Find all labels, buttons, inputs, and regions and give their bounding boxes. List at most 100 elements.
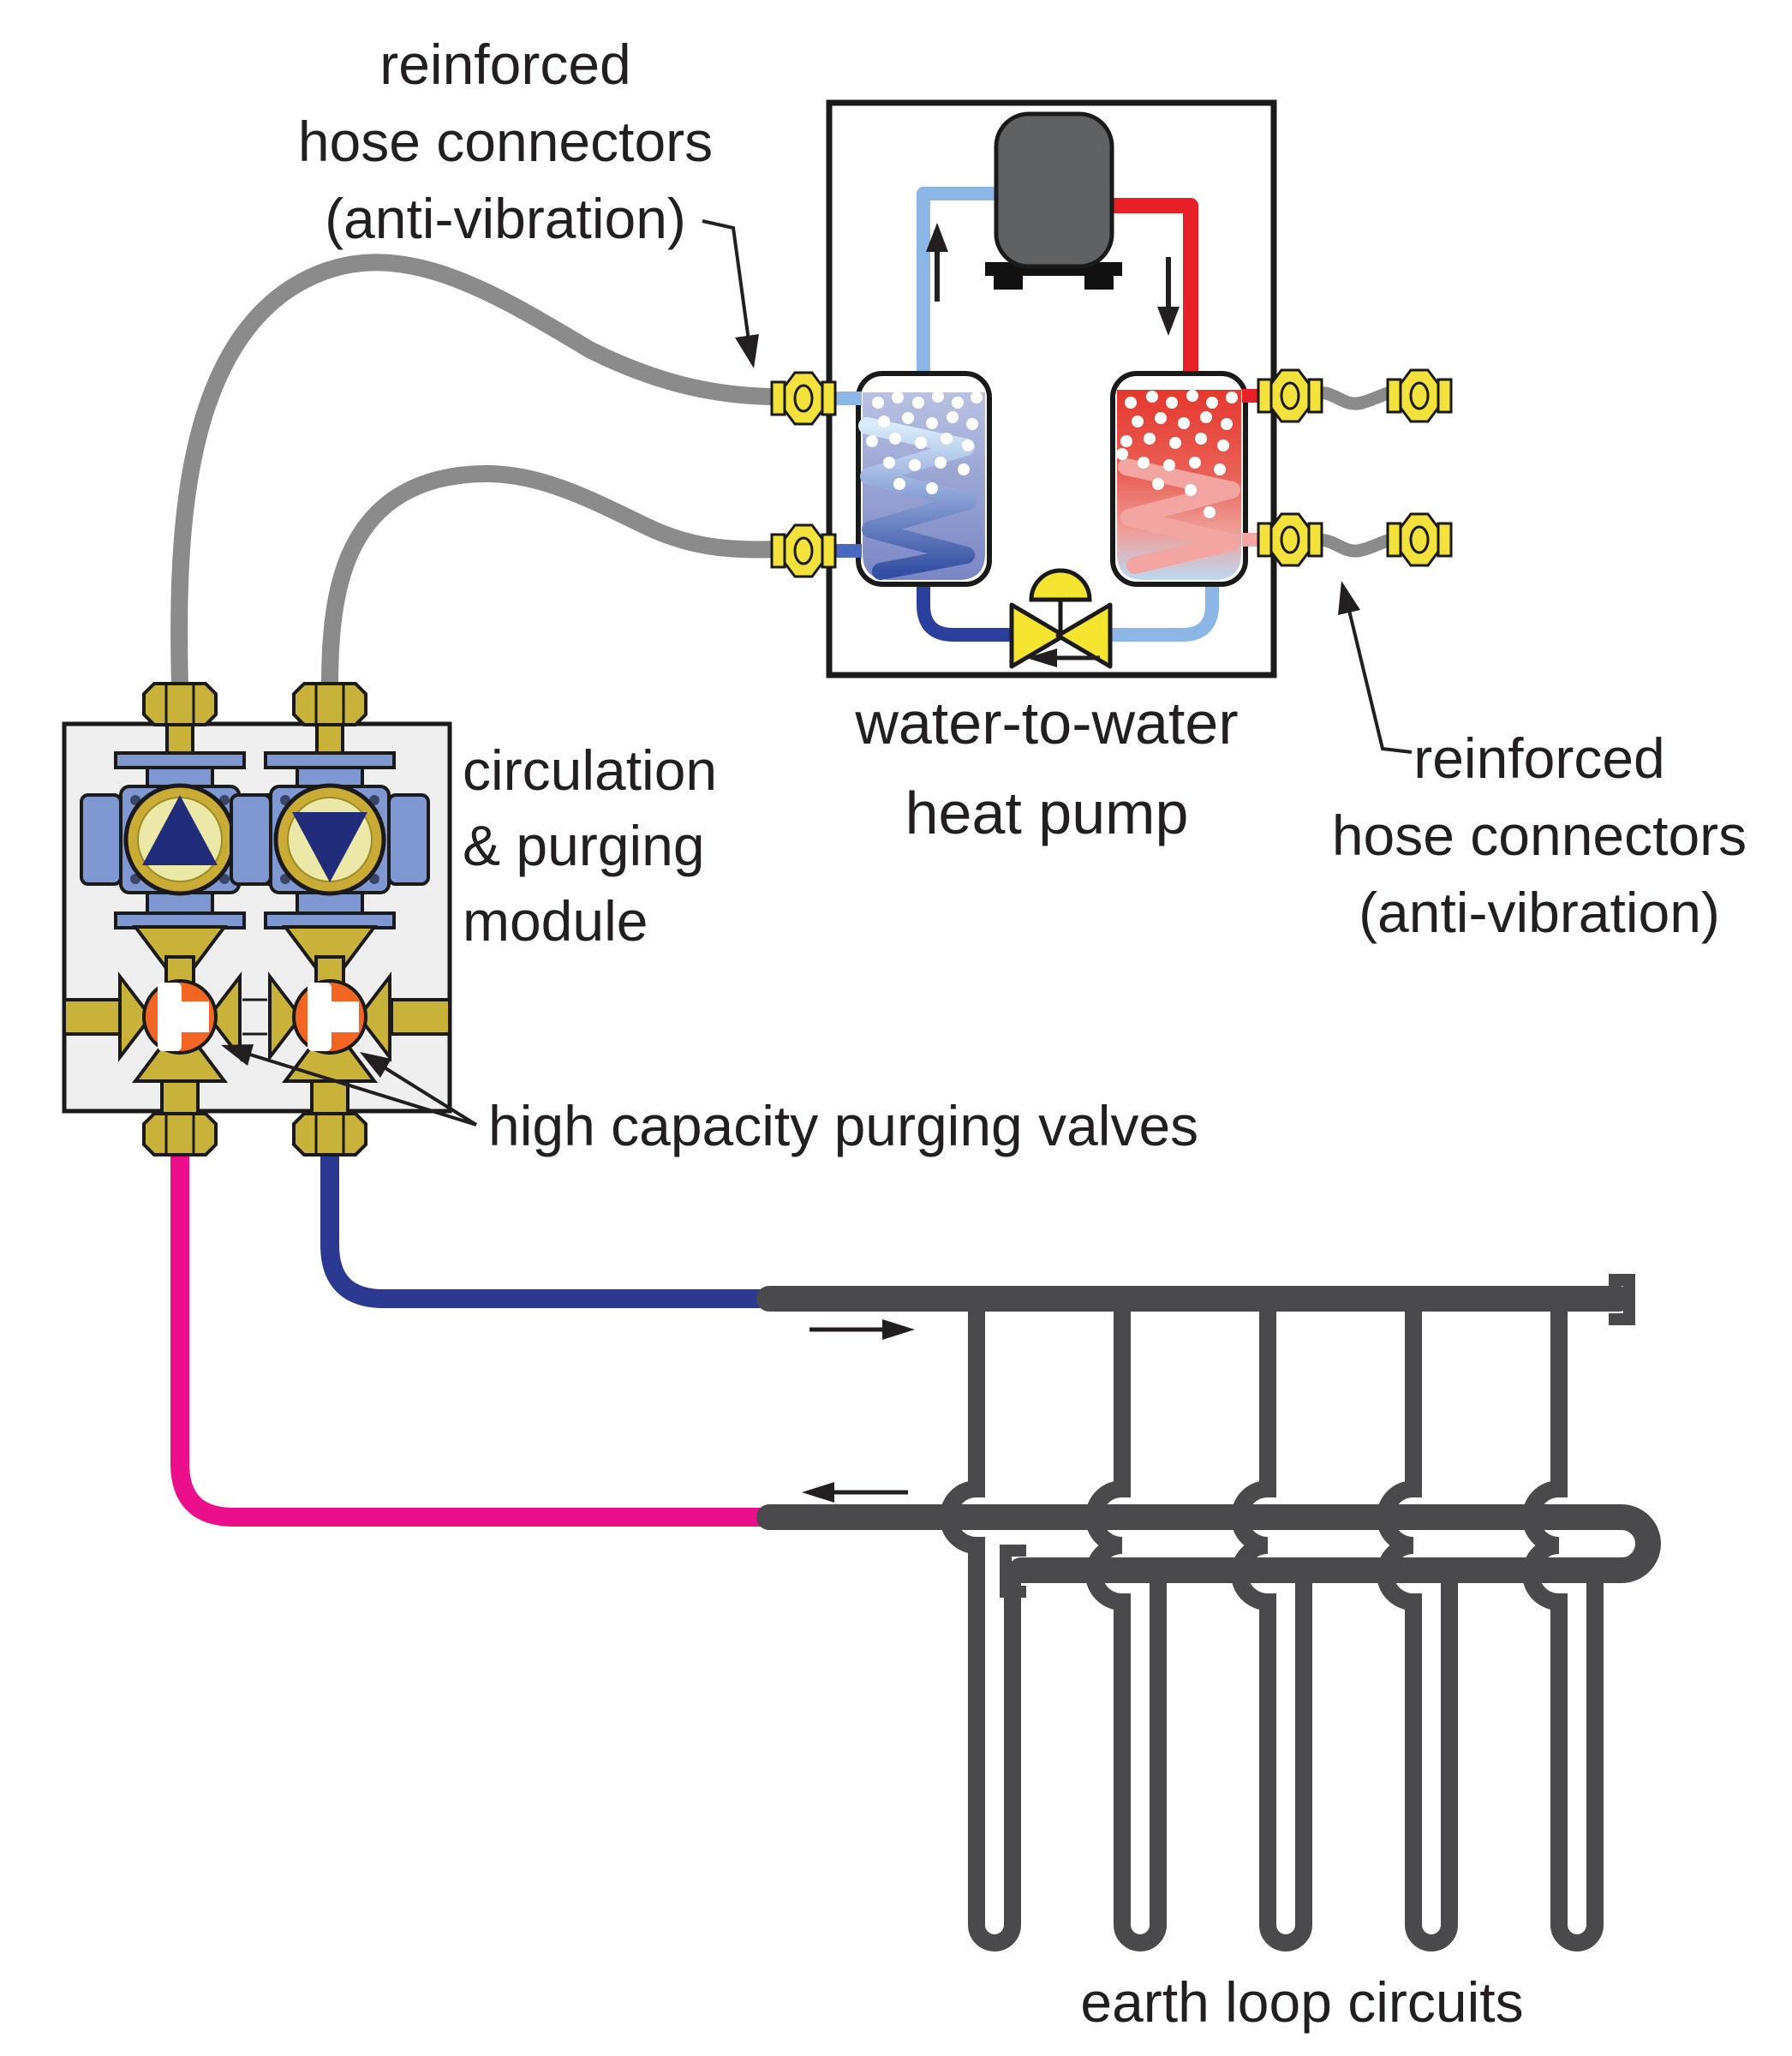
- flow-arrow-supply: [809, 1319, 915, 1340]
- bubble: [941, 433, 953, 445]
- label-line: (anti-vibration): [325, 187, 686, 250]
- bubble: [958, 463, 970, 475]
- bubbles: [866, 391, 983, 494]
- bubble: [966, 418, 978, 430]
- flow-arrow-up: [926, 223, 948, 302]
- label-line: & purging: [463, 814, 705, 877]
- earth-loop: [1377, 1306, 1458, 1951]
- circulator-pump-left: [81, 753, 278, 928]
- bubble: [889, 433, 901, 445]
- bubble: [971, 391, 983, 403]
- earth-loop: [1522, 1306, 1604, 1951]
- earth-loop: [1085, 1306, 1167, 1951]
- bubble: [1178, 417, 1190, 429]
- suction-pipe: [917, 187, 1001, 403]
- union-nut: [142, 1112, 218, 1156]
- hose-connector: [770, 371, 837, 426]
- bubble: [1120, 435, 1132, 447]
- condenser-vessel: [1110, 371, 1248, 587]
- union-nut: [142, 682, 218, 726]
- bubble: [1206, 397, 1218, 409]
- label-module: circulation & purging module: [463, 738, 717, 953]
- bubble: [1221, 418, 1233, 430]
- bubble: [1144, 433, 1156, 445]
- bubble: [866, 435, 878, 447]
- bubble: [947, 411, 959, 423]
- bubble: [1146, 391, 1158, 403]
- condenser-coil: [1118, 458, 1240, 574]
- bubble: [883, 457, 895, 469]
- label-line: hose connectors: [1332, 804, 1747, 867]
- bubble: [1204, 506, 1216, 518]
- flow-arrow-return: [802, 1482, 908, 1503]
- manifold-end-cap-right: [1609, 1274, 1635, 1325]
- purge-side-pipe: [390, 998, 451, 1036]
- discharge-pipe: [1105, 198, 1198, 398]
- bubble: [962, 439, 974, 451]
- earth-return-pipe-magenta: [170, 1148, 773, 1527]
- bubble: [1169, 437, 1181, 449]
- bubble: [1217, 439, 1229, 451]
- earth-loop: [1231, 1306, 1312, 1951]
- bubble: [915, 437, 927, 449]
- bubble: [1214, 463, 1226, 475]
- leader-line: [384, 1067, 478, 1127]
- bubble: [935, 457, 947, 469]
- leader-line: [1345, 599, 1413, 754]
- leader-arrowhead: [1338, 581, 1360, 615]
- label-line: heat pump: [905, 780, 1189, 846]
- union-nut: [292, 682, 367, 726]
- earth-supply-pipe-blue: [320, 1148, 773, 1308]
- union-nut: [292, 1112, 367, 1156]
- bubble: [1116, 448, 1128, 460]
- bubble: [909, 459, 921, 471]
- bubble: [1186, 390, 1198, 402]
- label-earth-loops: earth loop circuits: [1080, 1970, 1523, 2034]
- bubble: [952, 397, 964, 409]
- label-heat-pump: water-to-water heat pump: [854, 690, 1238, 846]
- bubble: [1152, 478, 1164, 490]
- leader-line: [702, 219, 752, 354]
- purge-side-pipe: [63, 998, 124, 1036]
- label-line: hose connectors: [298, 110, 713, 173]
- label-line: reinforced: [1413, 726, 1665, 790]
- heat-pump-box: [797, 99, 1299, 678]
- hose-lower: [321, 465, 795, 696]
- circulation-purging-module: [62, 721, 452, 1117]
- label-line: water-to-water: [854, 690, 1238, 756]
- hose-upper: [170, 254, 795, 696]
- bubble: [912, 397, 924, 409]
- label-line: (anti-vibration): [1359, 881, 1720, 944]
- label-line: module: [463, 889, 648, 953]
- leader-line: [249, 1053, 477, 1127]
- earth-loop-circuits: [756, 1274, 1661, 1951]
- bubble: [1132, 415, 1144, 427]
- label-purging-valves: high capacity purging valves: [221, 1044, 1198, 1157]
- label-line: high capacity purging valves: [488, 1094, 1198, 1157]
- liquid-pipe-dark-blue: [917, 576, 1015, 642]
- riser-pipe: [315, 723, 344, 757]
- leader-arrowhead: [360, 1052, 391, 1078]
- bubble: [872, 397, 884, 409]
- earth-loop: [940, 1306, 1021, 1951]
- bubble: [1226, 391, 1238, 403]
- bubble: [1195, 433, 1207, 445]
- label-line: reinforced: [379, 33, 631, 96]
- anti-vibration-hoses: [170, 254, 795, 696]
- evaporator-vessel: [856, 371, 992, 587]
- label-line: circulation: [463, 738, 717, 802]
- hose-connector: [1386, 368, 1453, 423]
- riser-pipe: [165, 723, 194, 757]
- bubble: [1200, 411, 1212, 423]
- flow-arrow-left-small: [1026, 648, 1057, 667]
- bubble: [926, 417, 938, 429]
- bubble: [1189, 457, 1201, 469]
- bubble: [902, 412, 914, 424]
- circulator-pump-right: [231, 753, 428, 928]
- label-hose-connectors-right: reinforced hose connectors (anti-vibrati…: [1332, 581, 1747, 944]
- bubble: [1125, 397, 1137, 409]
- bubble: [1185, 484, 1197, 496]
- hose-connector: [770, 523, 837, 578]
